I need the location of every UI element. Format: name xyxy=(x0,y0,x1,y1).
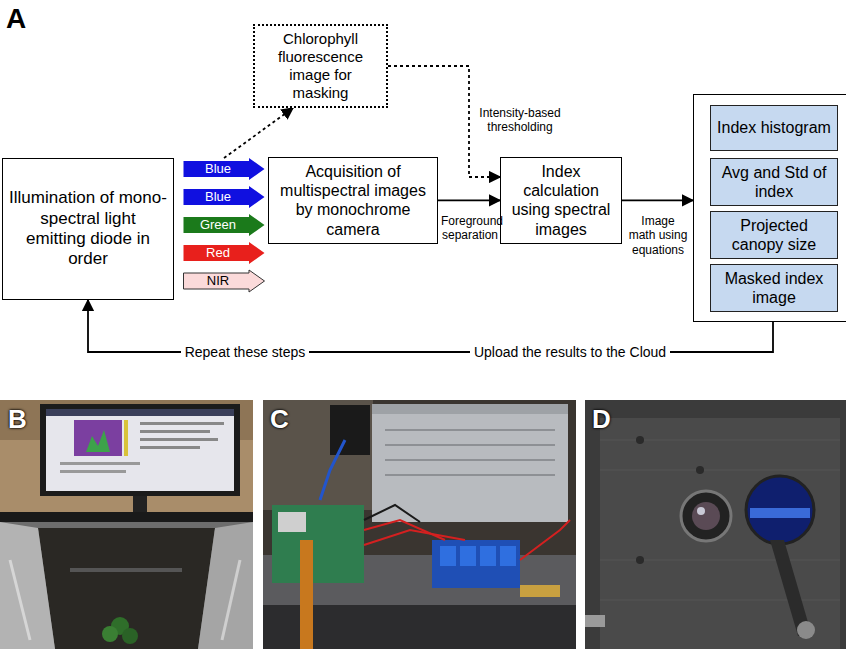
dotted-image-box: Chlorophyll fluorescence image for maski… xyxy=(253,24,388,108)
band-arrow: Blue xyxy=(183,158,265,180)
node-text: Avg and Std of index xyxy=(717,163,831,201)
label-box: A xyxy=(6,2,46,36)
node-text: Green xyxy=(187,217,249,233)
band-arrow: Green xyxy=(183,214,265,236)
output-box: Projected canopy size xyxy=(710,211,838,259)
label-box: B xyxy=(8,404,48,435)
output-box: Masked index image xyxy=(710,264,838,312)
arrow-body xyxy=(184,242,265,264)
panel-letter: A xyxy=(6,3,26,34)
node-text: Index calculation using spectral images xyxy=(507,162,615,239)
panel-letter: C xyxy=(270,404,289,434)
edge-label: Foreground separation xyxy=(437,214,503,243)
node-text: Masked index image xyxy=(717,269,831,307)
panel-letter: B xyxy=(8,404,27,434)
band-arrow: Red xyxy=(183,242,265,264)
label-box: D xyxy=(592,404,632,435)
arrow-body xyxy=(184,158,265,180)
node-text: Acquisition of multispectral images by m… xyxy=(275,162,431,239)
node-text: Blue xyxy=(187,189,249,205)
node-text: Blue xyxy=(187,161,249,177)
flow-arrow xyxy=(88,300,773,352)
label-box: C xyxy=(270,404,310,435)
arrow-body xyxy=(184,214,265,236)
edge-label-box: Repeat these steps xyxy=(165,343,325,361)
photo-b xyxy=(0,400,253,649)
label-box: Upload the results to the Cloud xyxy=(460,343,680,361)
band-arrow: Blue xyxy=(183,186,265,208)
photo-d xyxy=(585,400,846,649)
arrow-body xyxy=(184,270,265,292)
edge-label: Repeat these steps xyxy=(181,344,310,360)
node-text: NIR xyxy=(187,273,249,289)
process-box: Index calculation using spectral images xyxy=(500,157,622,244)
node-text: Red xyxy=(187,245,249,261)
line-label: Upload the results to the Cloud xyxy=(470,344,670,360)
node-text: Index histogram xyxy=(717,118,831,137)
node-text: Chlorophyll fluorescence image for maski… xyxy=(261,30,380,102)
photo-c xyxy=(263,400,576,649)
edge-label-box: Intensity-based thresholding xyxy=(474,106,566,135)
edge-label-box: Foreground separation xyxy=(437,214,503,243)
band-arrow: NIR xyxy=(183,270,265,292)
node-text: Projected canopy size xyxy=(717,216,831,254)
dotted-arrow xyxy=(224,108,293,158)
process-box: Acquisition of multispectral images by m… xyxy=(268,157,438,244)
output-box: Index histogram xyxy=(710,105,838,151)
node-text: Illumination of mono-spectral light emit… xyxy=(9,188,167,270)
arrow-body xyxy=(184,186,265,208)
output-box: Avg and Std of index xyxy=(710,158,838,206)
flow-arrow xyxy=(438,199,500,201)
process-box: Illumination of mono-spectral light emit… xyxy=(2,158,174,300)
flow-arrow xyxy=(622,199,693,201)
edge-label: Image math using equations xyxy=(624,214,692,257)
output-panel: Index histogramAvg and Std of indexProje… xyxy=(693,94,846,322)
edge-label: Intensity-based thresholding xyxy=(474,106,566,135)
panel-letter: D xyxy=(592,404,611,434)
edge-label-box: Image math using equations xyxy=(624,214,692,257)
